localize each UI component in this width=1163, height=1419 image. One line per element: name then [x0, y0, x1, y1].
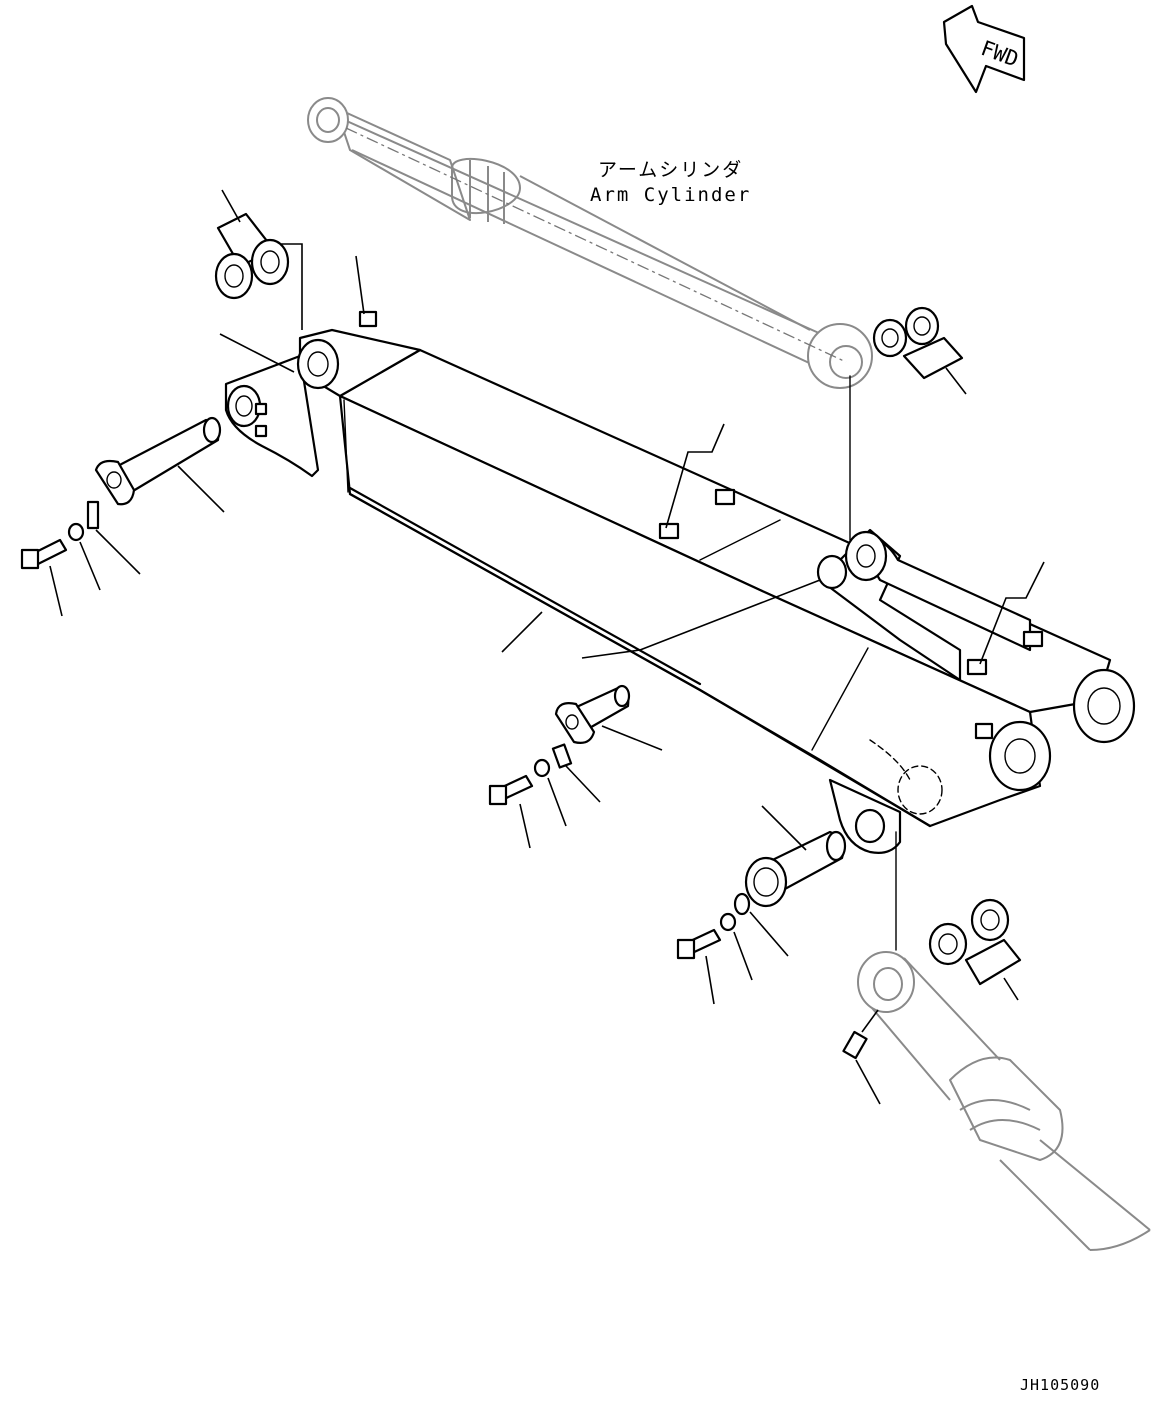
- pin-assembly-front: [676, 805, 847, 1005]
- fwd-direction-arrow: FWD: [942, 4, 1026, 94]
- front-clip-leader: [979, 561, 1045, 665]
- pin-assembly-middle: [488, 579, 821, 849]
- shim-plates-top-right: [872, 306, 967, 395]
- grease-nipple: [842, 1009, 881, 1105]
- cylinder-label-en: Arm Cylinder: [590, 184, 751, 206]
- arm-body: [224, 310, 1136, 854]
- clip-leader: [355, 255, 365, 315]
- pin-assembly-rear: [20, 416, 225, 617]
- center-clip-leader: [665, 423, 725, 529]
- drawing-code: JH105090: [1020, 1376, 1100, 1394]
- arm-cylinder-upper: [307, 97, 873, 389]
- shim-plates-top-left: [214, 189, 303, 330]
- bucket-cylinder-lower: [857, 951, 1151, 1251]
- bracket-leader: [219, 333, 295, 373]
- cylinder-label-jp: アームシリンダ: [598, 159, 743, 181]
- arm-leader: [501, 611, 543, 653]
- shim-plates-bottom-right: [928, 898, 1022, 1001]
